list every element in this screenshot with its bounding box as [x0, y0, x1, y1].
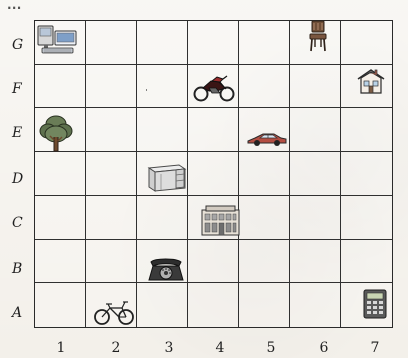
header-fragment: ... [7, 0, 22, 12]
cell-g1 [35, 21, 86, 65]
cell-c1 [35, 196, 86, 240]
cell-c2 [86, 196, 137, 240]
column-label-6: 6 [318, 341, 330, 355]
cell-f1 [35, 65, 86, 109]
cell-b3 [137, 240, 188, 284]
cell-c6 [290, 196, 341, 240]
cell-a1 [35, 283, 86, 327]
cell-a5 [239, 283, 290, 327]
cell-a6 [290, 283, 341, 327]
cell-d6 [290, 152, 341, 196]
cell-b6 [290, 240, 341, 284]
ink-mark [146, 89, 147, 91]
cell-b4 [188, 240, 239, 284]
column-label-7: 7 [369, 341, 381, 355]
cell-g2 [86, 21, 137, 65]
cell-a3 [137, 283, 188, 327]
row-label-e: E [12, 126, 22, 140]
cell-d5 [239, 152, 290, 196]
cell-a4 [188, 283, 239, 327]
column-label-1: 1 [55, 341, 67, 355]
row-label-a: A [12, 306, 22, 320]
cell-c3 [137, 196, 188, 240]
cell-d7 [341, 152, 392, 196]
cell-e4 [188, 108, 239, 152]
cell-f3 [137, 65, 188, 109]
cell-b1 [35, 240, 86, 284]
cell-a7 [341, 283, 392, 327]
cell-f7 [341, 65, 392, 109]
cell-f4 [188, 65, 239, 109]
cell-d1 [35, 152, 86, 196]
cell-e3 [137, 108, 188, 152]
column-label-4: 4 [214, 341, 226, 355]
cell-g5 [239, 21, 290, 65]
column-label-3: 3 [163, 341, 175, 355]
cell-c4 [188, 196, 239, 240]
row-label-g: G [12, 38, 23, 52]
cell-g6 [290, 21, 341, 65]
column-label-2: 2 [110, 341, 122, 355]
cell-c7 [341, 196, 392, 240]
cell-f6 [290, 65, 341, 109]
cell-e6 [290, 108, 341, 152]
cell-g7 [341, 21, 392, 65]
cell-c5 [239, 196, 290, 240]
cell-e2 [86, 108, 137, 152]
cell-a2 [86, 283, 137, 327]
cell-d3 [137, 152, 188, 196]
cell-e7 [341, 108, 392, 152]
row-label-b: B [12, 262, 22, 276]
cell-e1 [35, 108, 86, 152]
column-label-5: 5 [265, 341, 277, 355]
cell-e5 [239, 108, 290, 152]
cell-g4 [188, 21, 239, 65]
row-label-c: C [12, 216, 23, 230]
cell-b2 [86, 240, 137, 284]
cell-f5 [239, 65, 290, 109]
cell-b7 [341, 240, 392, 284]
cell-g3 [137, 21, 188, 65]
cell-d4 [188, 152, 239, 196]
coordinate-grid [34, 20, 393, 328]
cell-f2 [86, 65, 137, 109]
cell-d2 [86, 152, 137, 196]
cell-b5 [239, 240, 290, 284]
row-label-d: D [12, 172, 23, 186]
row-label-f: F [12, 82, 22, 96]
